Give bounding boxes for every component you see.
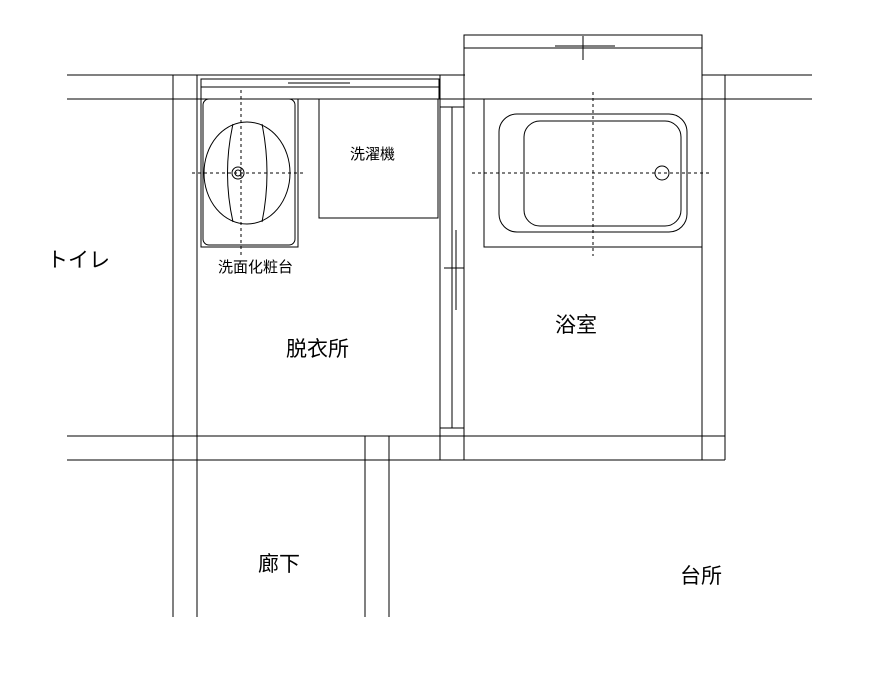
kitchen-label: 台所: [680, 564, 722, 588]
counter-shelf: [200, 78, 440, 100]
bathroom-label: 浴室: [555, 313, 597, 337]
left-wall: [172, 75, 198, 617]
washing-machine: [318, 98, 439, 219]
dressing-room-label: 脱衣所: [286, 337, 349, 361]
right-wall: [701, 75, 726, 460]
bottom-wall: [67, 435, 725, 461]
drain-icon: [231, 166, 245, 180]
vanity-unit: [192, 90, 306, 258]
bathroom-window: [463, 34, 703, 100]
corridor-label: 廊下: [258, 552, 300, 576]
corridor-wall: [364, 436, 390, 617]
toilet-label: トイレ: [47, 248, 110, 272]
partition-wall: [439, 75, 465, 460]
bathtub: [472, 92, 712, 256]
washer-label: 洗濯機: [350, 145, 396, 163]
vanity-label: 洗面化粧台: [218, 258, 294, 276]
